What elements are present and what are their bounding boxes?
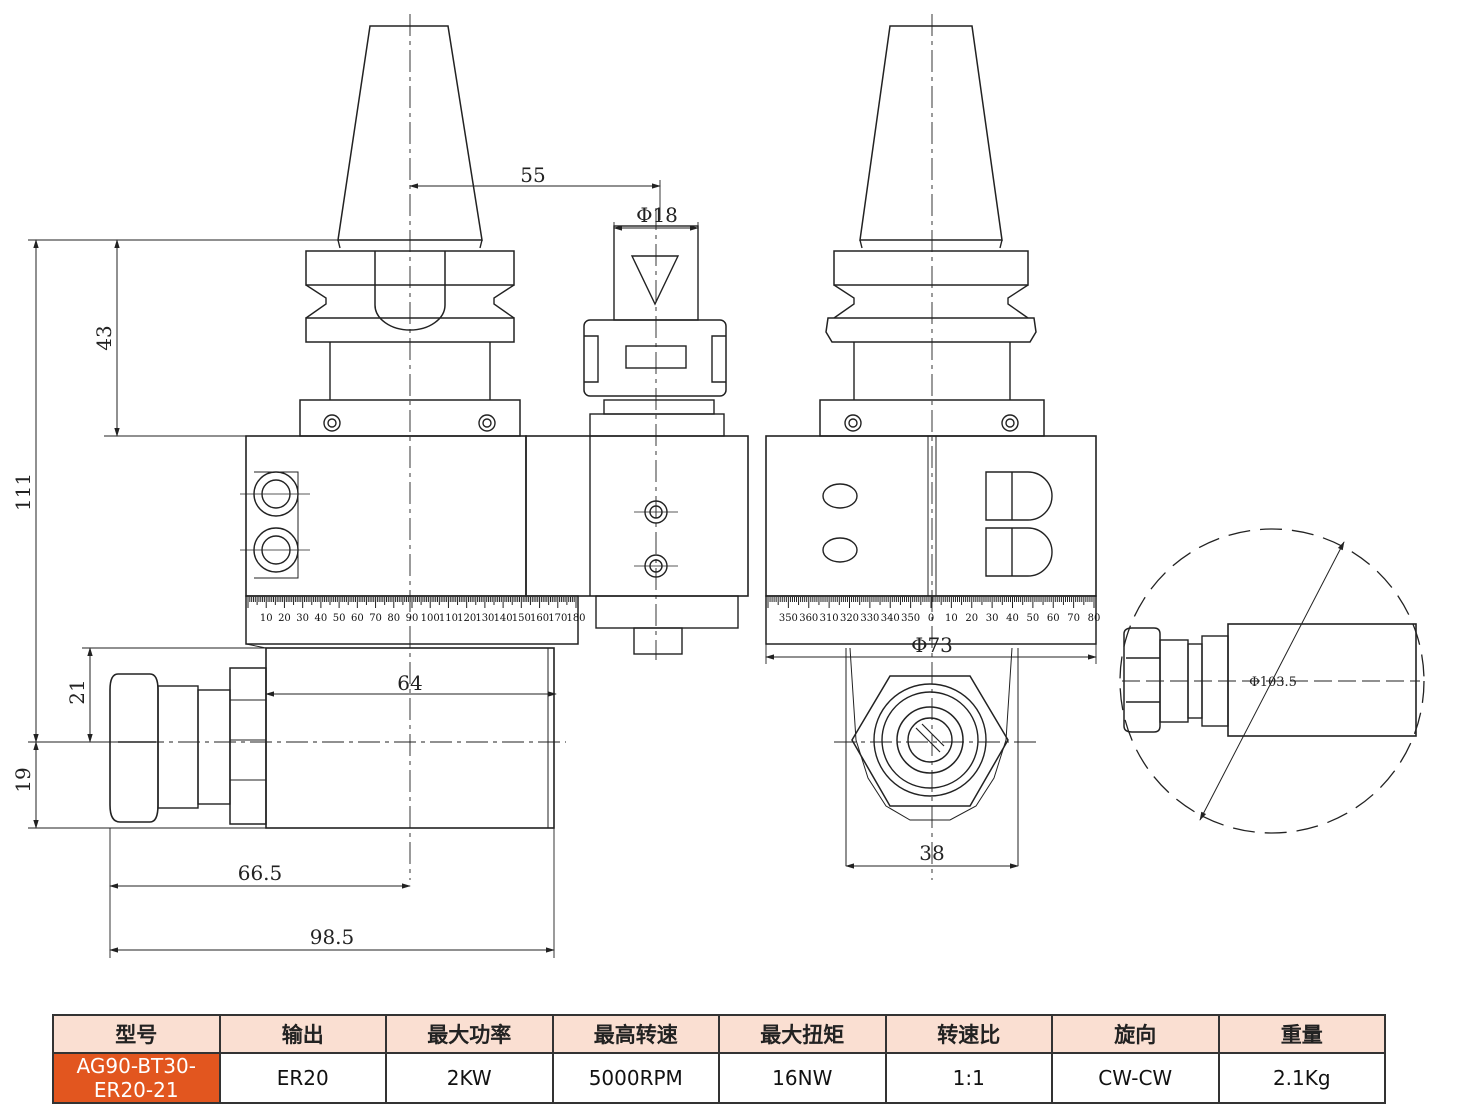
scale-left-label: 120 xyxy=(457,613,476,624)
scale-left-label: 180 xyxy=(566,613,585,624)
cell-rotation: CW-CW xyxy=(1051,1052,1220,1104)
scale-right-label: 10 xyxy=(945,613,958,624)
scale-right-label: 360 xyxy=(799,613,818,624)
scale-right-label: 340 xyxy=(881,613,900,624)
header-max-speed: 最高转速 xyxy=(551,1014,720,1054)
scale-left-label: 20 xyxy=(278,613,291,624)
scale-left-label: 110 xyxy=(439,613,458,624)
dim-phi103-5: Φ103.5 xyxy=(1249,675,1297,690)
scale-right-label: 60 xyxy=(1047,613,1060,624)
scale-left-label: 100 xyxy=(421,613,440,624)
header-output: 输出 xyxy=(218,1014,387,1054)
scale-left-label: 170 xyxy=(548,613,567,624)
dim-phi18: Φ18 xyxy=(636,203,678,227)
scale-left-label: 50 xyxy=(333,613,346,624)
dim-64: 64 xyxy=(397,671,422,695)
cell-weight: 2.1Kg xyxy=(1217,1052,1386,1104)
cell-model: AG90-BT30-ER20-21 xyxy=(52,1052,221,1104)
header-speed-ratio: 转速比 xyxy=(884,1014,1053,1054)
scale-left-label: 40 xyxy=(315,613,328,624)
dim-38: 38 xyxy=(919,841,944,865)
scale-right-label: 350 xyxy=(901,613,920,624)
header-max-torque: 最大扭矩 xyxy=(718,1014,887,1054)
cell-speed-ratio: 1:1 xyxy=(884,1052,1053,1104)
scale-right-label: 310 xyxy=(820,613,839,624)
spec-table-header: 型号 输出 最大功率 最高转速 最大扭矩 转速比 旋向 重量 xyxy=(52,1014,1386,1054)
scale-right-label: 50 xyxy=(1027,613,1040,624)
header-max-power: 最大功率 xyxy=(385,1014,554,1054)
scale-right-label: 40 xyxy=(1006,613,1019,624)
table-row: AG90-BT30-ER20-21 ER20 2KW 5000RPM 16NW … xyxy=(52,1052,1386,1104)
dimension-labels: 55 Φ18 43 111 21 19 64 66.5 98.5 Φ73 38 … xyxy=(11,163,1297,949)
scale-left-label: 80 xyxy=(387,613,400,624)
scale-left-label: 150 xyxy=(512,613,531,624)
cell-max-torque: 16NW xyxy=(718,1052,887,1104)
header-model: 型号 xyxy=(52,1014,221,1054)
scale-right-label: 30 xyxy=(986,613,999,624)
dim-19: 19 xyxy=(11,767,35,792)
header-weight: 重量 xyxy=(1217,1014,1386,1054)
scale-left-label: 90 xyxy=(406,613,419,624)
detail-view xyxy=(1119,528,1425,834)
scale-right-label: 80 xyxy=(1088,613,1101,624)
dim-43: 43 xyxy=(92,325,116,350)
scale-right-label: 0 xyxy=(928,613,934,624)
scale-left-label: 160 xyxy=(530,613,549,624)
scale-right-label: 330 xyxy=(860,613,879,624)
cell-max-speed: 5000RPM xyxy=(551,1052,720,1104)
dim-98-5: 98.5 xyxy=(310,925,355,949)
scale-left-label: 60 xyxy=(351,613,364,624)
dim-21: 21 xyxy=(65,679,89,704)
cell-max-power: 2KW xyxy=(385,1052,554,1104)
dim-55: 55 xyxy=(520,163,545,187)
dim-111: 111 xyxy=(11,473,35,511)
spec-table: 型号 输出 最大功率 最高转速 最大扭矩 转速比 旋向 重量 AG90-BT30… xyxy=(52,1014,1386,1104)
dim-66-5: 66.5 xyxy=(238,861,283,885)
cell-output: ER20 xyxy=(218,1052,387,1104)
scale-right-label: 350 xyxy=(779,613,798,624)
scale-right-label: 20 xyxy=(965,613,978,624)
scale-left-label: 70 xyxy=(369,613,382,624)
scale-right-label: 320 xyxy=(840,613,859,624)
dim-phi73: Φ73 xyxy=(911,633,953,657)
scale-right-label: 70 xyxy=(1067,613,1080,624)
scale-left-label: 140 xyxy=(494,613,513,624)
header-rotation: 旋向 xyxy=(1051,1014,1220,1054)
scale-left-label: 10 xyxy=(260,613,273,624)
scale-left-label: 30 xyxy=(296,613,309,624)
scale-left-label: 130 xyxy=(475,613,494,624)
